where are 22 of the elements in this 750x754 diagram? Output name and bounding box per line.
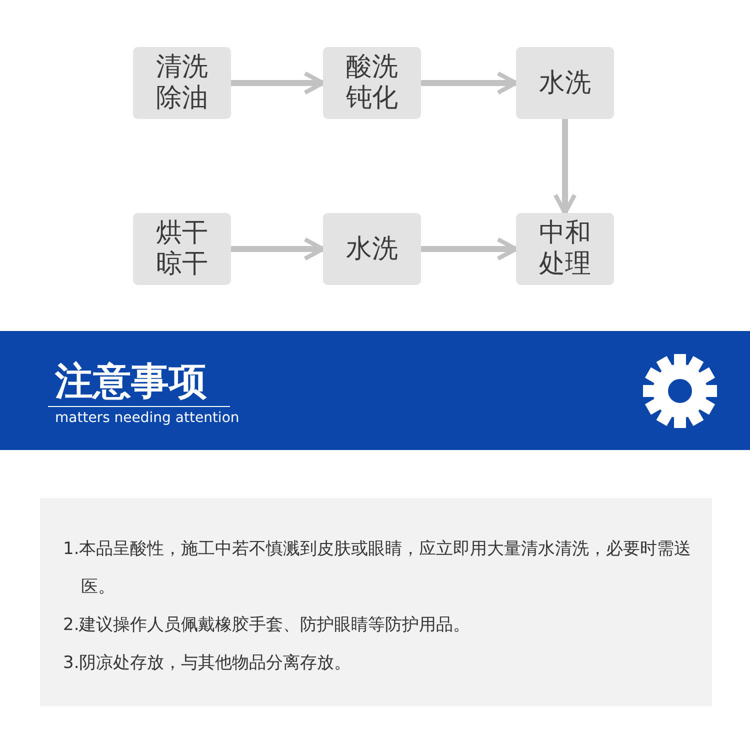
step-label: 酸洗钝化	[345, 52, 399, 114]
section-heading: 注意事项	[55, 359, 207, 403]
process-box	[133, 213, 231, 285]
step-label: 烘干晾干	[155, 218, 209, 280]
arrow	[231, 237, 326, 261]
note-text: 1.本品呈酸性，施工中若不慎溅到皮肤或眼睛，应立即用大量清水清洗，必要时需送医。	[63, 538, 692, 599]
step-label: 水洗	[345, 234, 399, 264]
step-label: 清洗除油	[155, 52, 209, 114]
note-text: 3.阴凉处存放，与其他物品分离存放。	[63, 652, 352, 675]
process-box	[323, 47, 421, 119]
arrow	[421, 71, 518, 95]
process-box	[516, 213, 614, 285]
step-label: 中和处理	[538, 218, 592, 280]
note-text: 2.建议操作人员佩戴橡胶手套、防护眼睛等防护用品。	[63, 614, 472, 637]
process-box	[133, 47, 231, 119]
process-box	[516, 47, 614, 119]
arrow	[553, 119, 577, 216]
arrow	[231, 71, 326, 95]
process-box	[323, 213, 421, 285]
step-label: 水洗	[538, 68, 592, 98]
section-subheading: matters needing attention	[55, 409, 240, 427]
arrow	[421, 237, 518, 261]
